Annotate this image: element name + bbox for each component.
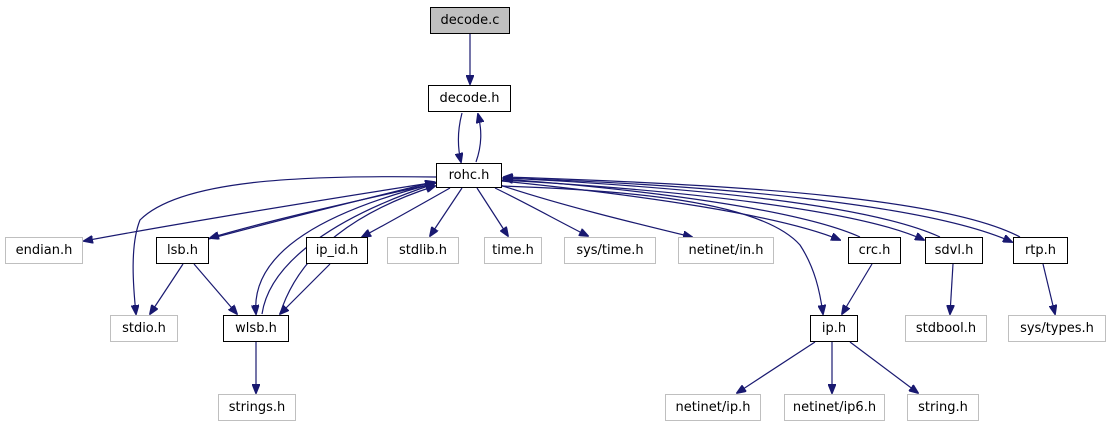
node-strings-h[interactable]: strings.h <box>218 394 296 421</box>
node-sdvl-h[interactable]: sdvl.h <box>925 237 983 264</box>
node-label: stdbool.h <box>915 321 977 336</box>
node-label: netinet/in.h <box>688 243 764 258</box>
edge-rohc_h-to-time_h <box>476 187 508 236</box>
node-decode-h[interactable]: decode.h <box>428 85 511 112</box>
edge-rohc_h-to-sys_time_h <box>494 187 588 236</box>
edge-rohc_h-to-rtp_h <box>501 177 1012 242</box>
node-netinet-in-h[interactable]: netinet/in.h <box>678 237 774 264</box>
node-label: ip.h <box>821 321 847 336</box>
node-stdio-h[interactable]: stdio.h <box>110 315 178 342</box>
edge-sdvl_h-to-rohc_h <box>504 178 941 238</box>
node-label: stdlib.h <box>399 243 447 258</box>
node-label: strings.h <box>228 400 286 415</box>
edge-rohc_h-to-ip_h <box>499 185 823 314</box>
edge-lsb_h-to-wlsb_h <box>193 263 237 314</box>
node-label: crc.h <box>858 243 891 258</box>
edge-rohc_h-to-decode_h <box>475 114 481 163</box>
node-label: sdvl.h <box>934 243 974 258</box>
edge-ip_id_h-to-rohc_h <box>279 186 435 315</box>
node-label: wlsb.h <box>235 321 277 336</box>
edge-rtp_h-to-sys_types <box>1042 263 1055 314</box>
node-label: rohc.h <box>448 168 490 183</box>
node-rohc-h[interactable]: rohc.h <box>436 163 502 188</box>
node-decode-c[interactable]: decode.c <box>430 7 510 34</box>
edge-crc_h-to-ip_h <box>842 263 873 314</box>
node-label: decode.h <box>439 91 500 106</box>
node-netinet-ip-h[interactable]: netinet/ip.h <box>665 394 761 421</box>
edge-rohc_h-to-lsb_h <box>210 182 438 238</box>
node-wlsb-h[interactable]: wlsb.h <box>223 315 289 342</box>
node-label: time.h <box>492 243 534 258</box>
node-crc-h[interactable]: crc.h <box>848 237 901 264</box>
node-stdlib-h[interactable]: stdlib.h <box>387 237 459 264</box>
node-label: endian.h <box>15 243 73 258</box>
node-label: netinet/ip6.h <box>792 400 877 415</box>
node-label: decode.c <box>440 13 500 28</box>
edge-rohc_h-to-endian_h <box>84 181 438 241</box>
edge-ip_h-to-string_h <box>849 341 918 393</box>
node-sys-time-h[interactable]: sys/time.h <box>564 237 656 264</box>
node-string-h[interactable]: string.h <box>907 394 979 421</box>
edge-rohc_h-to-stdio_h <box>133 176 437 314</box>
node-label: ip_id.h <box>315 243 359 258</box>
node-label: string.h <box>918 400 968 415</box>
edge-crc_h-to-rohc_h <box>504 179 861 238</box>
edge-rohc_h-to-crc_h <box>501 180 840 240</box>
node-endian-h[interactable]: endian.h <box>5 237 83 264</box>
node-label: sys/time.h <box>576 243 644 258</box>
edge-sdvl_h-to-stdbool_h <box>950 263 953 314</box>
edge-rohc_h-to-wlsb_h <box>256 182 437 314</box>
edge-lsb_h-to-stdio_h <box>150 263 184 314</box>
edge-decode_h-to-rohc_h <box>458 112 462 162</box>
node-ip-id-h[interactable]: ip_id.h <box>306 237 368 264</box>
edge-rtp_h-to-rohc_h <box>504 177 1021 238</box>
edge-rohc_h-to-stdlib_h <box>430 187 463 236</box>
node-stdbool-h[interactable]: stdbool.h <box>905 315 987 342</box>
edge-ip_h-to-netinet_ip <box>737 341 816 393</box>
edge-rohc_h-to-ip_id_h <box>362 187 451 237</box>
node-rtp-h[interactable]: rtp.h <box>1013 237 1068 264</box>
node-label: rtp.h <box>1024 243 1057 258</box>
node-lsb-h[interactable]: lsb.h <box>156 237 209 264</box>
node-label: lsb.h <box>166 243 198 258</box>
node-ip-h[interactable]: ip.h <box>810 315 858 342</box>
node-sys-types-h[interactable]: sys/types.h <box>1008 315 1106 342</box>
node-time-h[interactable]: time.h <box>484 237 542 264</box>
node-label: netinet/ip.h <box>675 400 751 415</box>
node-label: stdio.h <box>122 321 166 336</box>
edge-rohc_h-to-netinet_in <box>499 184 692 237</box>
edge-lsb_h-to-rohc_h <box>204 182 434 241</box>
edge-ip_id_h-to-wlsb_h <box>280 263 331 314</box>
node-netinet-ip6-h[interactable]: netinet/ip6.h <box>784 394 885 421</box>
node-label: sys/types.h <box>1020 321 1094 336</box>
